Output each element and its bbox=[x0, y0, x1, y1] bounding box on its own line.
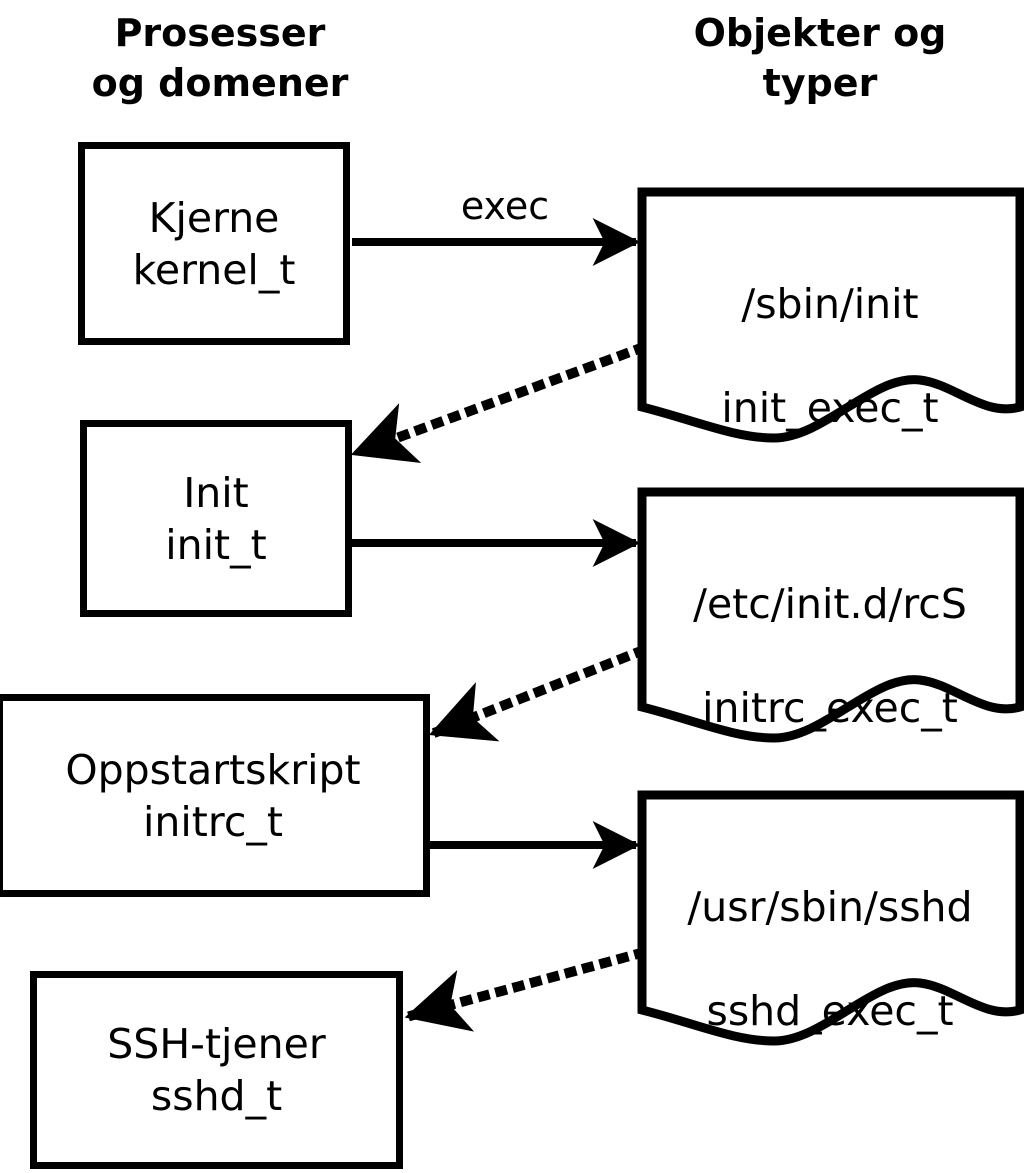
object-type-initrc-exec: initrc_exec_t bbox=[702, 684, 958, 732]
process-type-kernel: kernel_t bbox=[132, 245, 296, 294]
edge-transition-initrc-exec-to-initrc bbox=[427, 644, 648, 742]
object-shape-init-exec[interactable] bbox=[634, 184, 1024, 444]
object-path-sshd-exec: /usr/sbin/sshd bbox=[687, 883, 973, 931]
column-header-objects: Objekter og typer bbox=[693, 11, 947, 105]
object-path-init-exec: /sbin/init bbox=[741, 280, 919, 328]
edge-transition-init-exec-to-init bbox=[349, 341, 648, 463]
process-name-init: Init bbox=[183, 468, 249, 517]
process-type-initrc: initrc_t bbox=[143, 797, 283, 846]
object-shape-initrc-exec[interactable] bbox=[634, 484, 1024, 744]
object-shape-sshd-exec[interactable] bbox=[634, 787, 1024, 1047]
process-box-sshd[interactable]: SSH-tjener sshd_t bbox=[30, 971, 403, 1169]
process-box-kernel[interactable]: Kjerne kernel_t bbox=[78, 142, 350, 345]
edge-label-exec: exec bbox=[460, 184, 550, 228]
object-type-sshd-exec: sshd_exec_t bbox=[706, 987, 954, 1035]
process-name-kernel: Kjerne bbox=[148, 193, 280, 242]
process-name-initrc: Oppstartskript bbox=[65, 745, 361, 794]
process-name-sshd: SSH-tjener bbox=[107, 1020, 326, 1068]
object-type-init-exec: init_exec_t bbox=[721, 384, 939, 432]
object-label-initrc-exec: /etc/init.d/rcS initrc_exec_t bbox=[642, 526, 1018, 786]
process-box-initrc[interactable]: Oppstartskript initrc_t bbox=[0, 694, 430, 897]
column-header-processes: Prosesser og domener bbox=[91, 11, 349, 105]
process-type-init: init_t bbox=[165, 520, 267, 569]
edge-transition-sshd-exec-to-sshd bbox=[403, 946, 648, 1032]
object-label-sshd-exec: /usr/sbin/sshd sshd_exec_t bbox=[642, 829, 1018, 1089]
process-box-init[interactable]: Init init_t bbox=[80, 420, 352, 617]
process-type-sshd: sshd_t bbox=[150, 1072, 283, 1120]
object-path-initrc-exec: /etc/init.d/rcS bbox=[693, 580, 967, 628]
object-label-init-exec: /sbin/init init_exec_t bbox=[642, 226, 1018, 486]
